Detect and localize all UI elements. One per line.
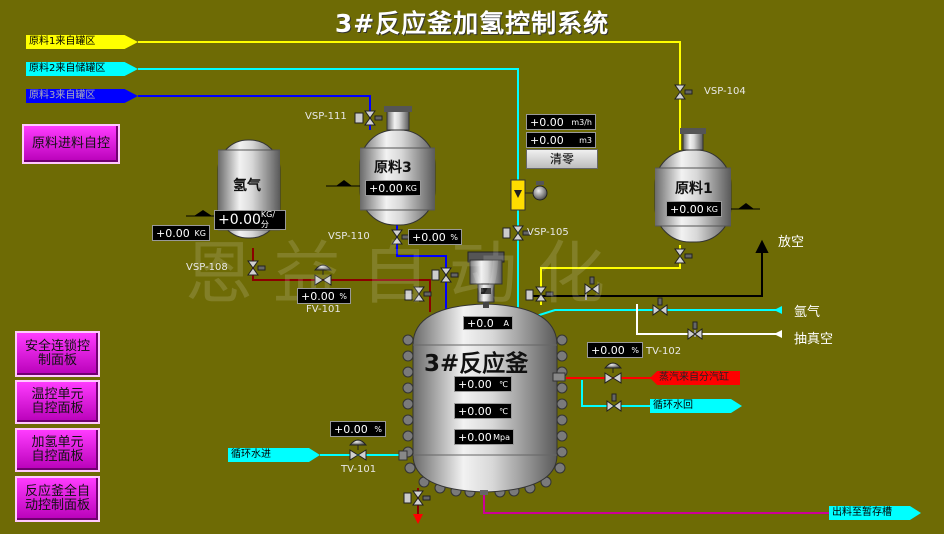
tv102-open-display: +0.00% <box>587 342 643 358</box>
cw-return-flag[interactable]: 循环水回 <box>650 399 742 413</box>
valve-vsp110 <box>391 229 410 245</box>
vent-label: 放空 <box>778 235 805 250</box>
actuator-raw1 <box>525 289 534 301</box>
product-out-flag[interactable]: 出料至暂存槽 <box>829 506 921 520</box>
hydrogen-tank-label: 氢气 <box>233 178 261 194</box>
raw3-tank-label: 原料3 <box>374 160 412 176</box>
valve-vent <box>584 276 600 295</box>
valve-vsp105 <box>512 225 531 241</box>
reactor-vessel <box>398 303 568 498</box>
raw3-tank <box>326 106 436 226</box>
interlock-panel-button[interactable]: 安全连锁控制面板 <box>15 331 100 377</box>
valve-vsp104 <box>674 84 693 100</box>
actuator-h2 <box>404 289 413 301</box>
auto-feed-button[interactable]: 原料进料自控 <box>22 124 120 164</box>
tag-tv102: TV-102 <box>646 346 682 357</box>
hydro-unit-panel-button[interactable]: 加氢单元自控面板 <box>15 428 100 472</box>
reactor-label: 3#反应釜 <box>424 351 529 377</box>
tag-vsp110: VSP-110 <box>328 231 370 242</box>
control-valves <box>313 264 623 461</box>
nitrogen-label: 氩气 <box>794 305 821 320</box>
feed3-flag[interactable]: 原料3来自罐区 <box>26 89 138 103</box>
valve-vsp111 <box>364 110 383 126</box>
valve-vacuum <box>687 321 703 340</box>
valve-nitrogen <box>652 297 668 316</box>
page-title: 3#反应釜加氢控制系统 <box>334 9 610 38</box>
pipe-vacuum <box>636 304 782 335</box>
actuator-drain <box>403 492 412 504</box>
valve-h2-in <box>413 286 432 302</box>
vsp110-open-display: +0.00% <box>408 229 462 245</box>
temp1-display: +0.00℃ <box>454 376 512 392</box>
watermark: 恩益自动化 <box>185 235 626 314</box>
actuator-feed2 <box>431 269 440 281</box>
tag-vsp104: VSP-104 <box>704 86 746 97</box>
feed2-flag[interactable]: 原料2来自储罐区 <box>26 62 138 76</box>
temp-unit-panel-button[interactable]: 温控单元自控面板 <box>15 380 100 424</box>
vacuum-label: 抽真空 <box>794 332 834 347</box>
reset-button[interactable]: 清零 <box>526 149 598 169</box>
feed1-flag[interactable]: 原料1来自罐区 <box>26 35 138 49</box>
control-valve-tv102 <box>603 362 623 384</box>
fv101-open-display: +0.00% <box>297 288 351 304</box>
cw-supply-flag[interactable]: 循环水进 <box>228 448 320 462</box>
tv101-open-display: +0.00% <box>330 421 386 437</box>
control-valve-fv101 <box>313 264 333 286</box>
valve-feed2-in <box>440 267 459 283</box>
raw1-tank-label: 原料1 <box>675 181 713 197</box>
actuator-vsp105 <box>502 227 511 239</box>
actuator-vsp111 <box>354 112 364 124</box>
flowmeter <box>510 179 548 211</box>
valve-raw1-in <box>535 286 554 302</box>
valve-cw-return <box>606 393 622 412</box>
tag-vsp108: VSP-108 <box>186 262 228 273</box>
tag-fv101: FV-101 <box>306 304 341 315</box>
pipe-cw-return <box>581 380 652 407</box>
raw1-tank <box>654 128 760 243</box>
tag-tv101: TV-101 <box>341 464 377 475</box>
pipe-vent <box>528 239 769 297</box>
steam-flag[interactable]: 蒸汽来自分汽缸 <box>650 371 740 385</box>
valves <box>247 84 703 506</box>
valve-vsp108 <box>247 260 266 276</box>
tag-vsp105: VSP-105 <box>527 227 569 238</box>
valve-raw1-out <box>674 248 693 264</box>
valve-drain <box>412 490 431 506</box>
temp2-display: +0.00℃ <box>454 403 512 419</box>
tag-vsp111: VSP-111 <box>305 111 347 122</box>
pipe-product <box>483 490 830 514</box>
control-valve-tv101 <box>348 439 368 461</box>
reactor-auto-panel-button[interactable]: 反应釜全自动控制面板 <box>15 476 100 522</box>
agitator-motor <box>467 251 505 308</box>
